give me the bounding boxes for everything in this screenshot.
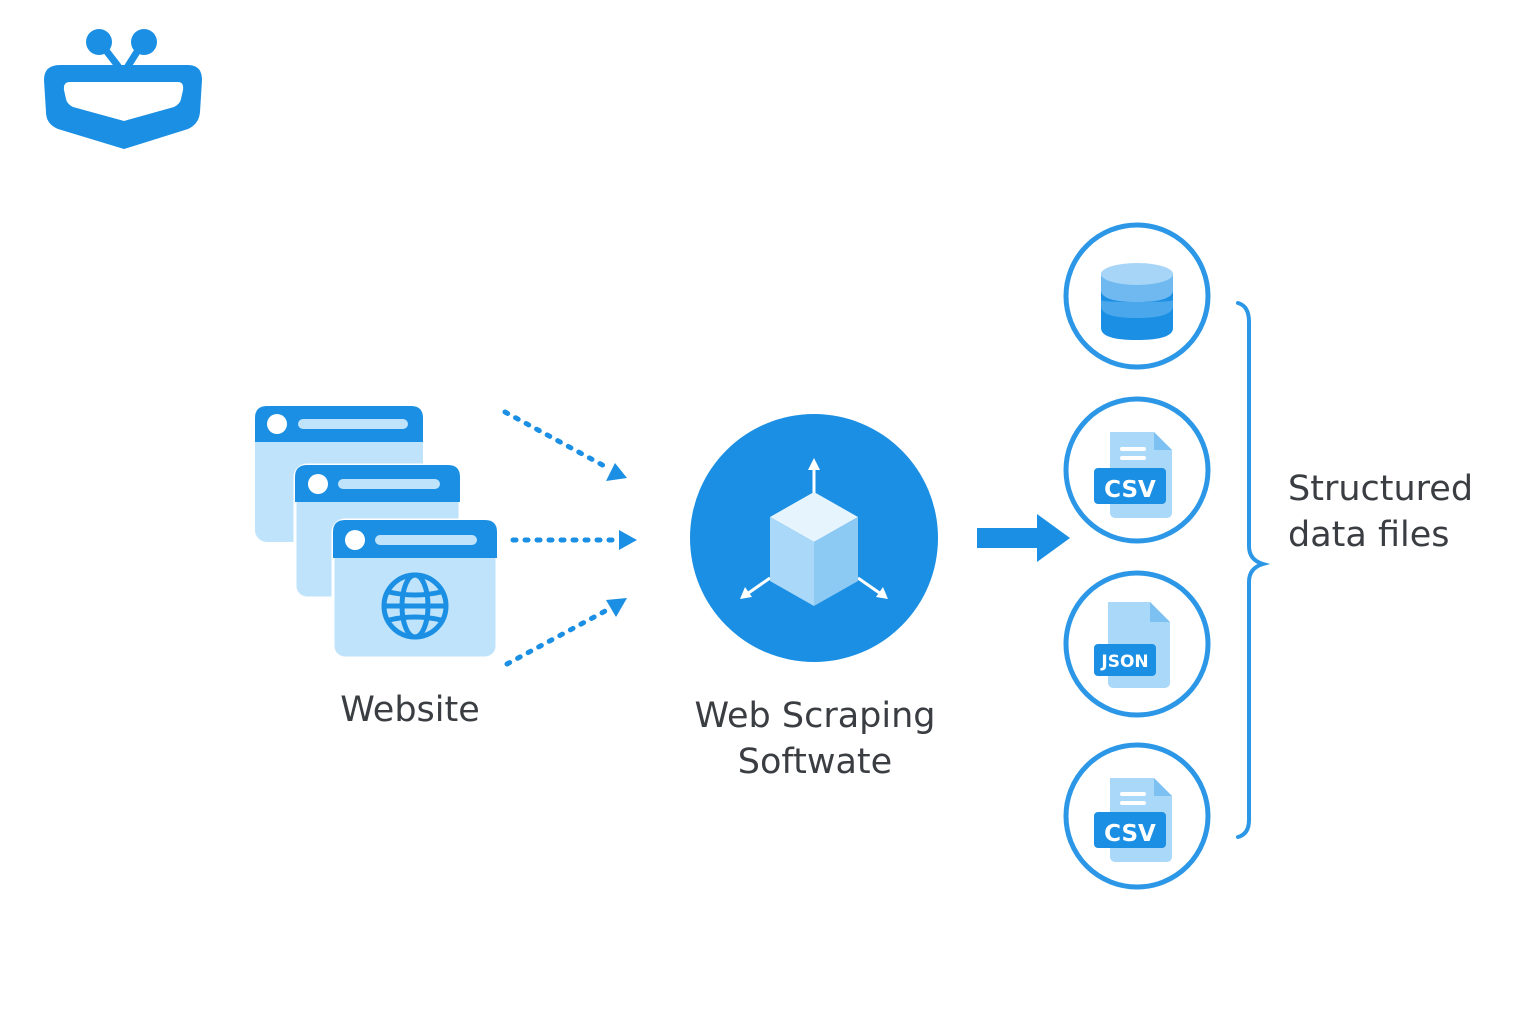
file-icon	[1094, 432, 1172, 518]
bucket-robot-logo-icon	[44, 29, 202, 149]
output-json-node	[1063, 570, 1211, 718]
output-label-line2: data files	[1288, 515, 1450, 555]
file-icon	[1094, 778, 1172, 862]
output-label-line1: Structured	[1288, 469, 1474, 509]
solid-arrow	[977, 514, 1070, 562]
output-csv-node-2	[1063, 742, 1211, 890]
file-icon	[1094, 602, 1170, 688]
dotted-arrow-top	[502, 409, 627, 481]
output-csv-node-1	[1063, 396, 1211, 544]
cube-icon	[740, 458, 888, 606]
globe-icon	[381, 572, 449, 640]
website-windows-icon	[255, 406, 499, 660]
dotted-arrow-bottom	[504, 598, 627, 667]
database-icon	[1101, 263, 1173, 340]
dotted-arrow-middle	[510, 530, 637, 550]
software-label-line2: Softwate	[737, 742, 893, 782]
website-label: Website	[340, 690, 480, 730]
badge-json: JSON	[1100, 652, 1148, 672]
curly-brace	[1236, 301, 1271, 839]
badge-csv-2: CSV	[1104, 821, 1156, 847]
badge-csv-1: CSV	[1104, 477, 1156, 503]
browser-window-front	[331, 518, 499, 660]
web-scraping-software-node	[690, 414, 938, 662]
output-database-node	[1063, 222, 1211, 370]
software-label-line1: Web Scraping	[694, 696, 936, 736]
